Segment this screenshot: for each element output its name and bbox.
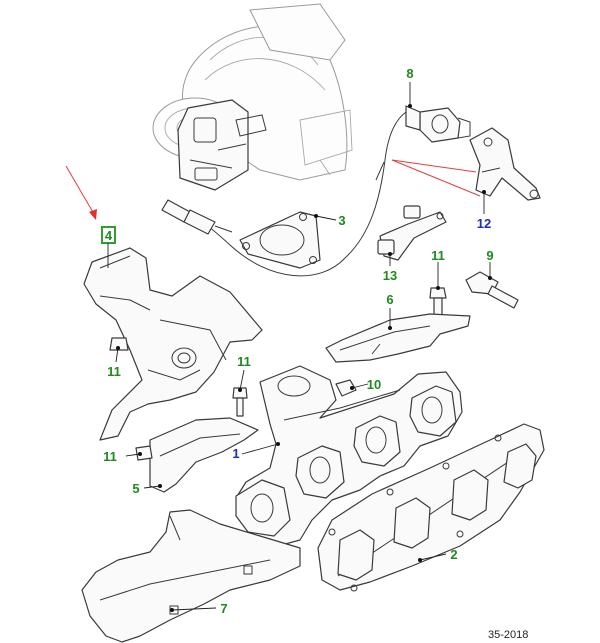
bolt-11-middle [232,387,248,417]
reference-lines [391,159,481,197]
exhaust-temperature-probe [161,199,233,235]
callout-12: 12 [477,216,491,231]
red-arrow-icon [65,165,97,220]
nut-10 [335,379,357,397]
callout-11c: 11 [237,354,251,369]
heat-shield-4 [83,247,263,441]
heat-shield-6 [325,313,471,363]
callout-9: 9 [486,248,493,263]
bolt-11-left [109,337,129,351]
turbo-gasket-3 [239,211,321,269]
callout-8: 8 [406,66,413,81]
highlighted-part-label: 4 [105,228,113,243]
sensor-wire [169,111,407,277]
heat-shield-7 [81,509,301,643]
stud-9 [465,271,519,309]
sensor-bracket-12 [469,127,541,201]
callout-7: 7 [220,601,227,616]
bolt-11-lower [135,445,153,461]
callout-6: 6 [386,292,393,307]
harness-bracket-13 [377,205,447,261]
callout-5: 5 [132,481,139,496]
callout-11b: 11 [107,364,121,379]
callout-leaders [115,82,492,612]
callout-13: 13 [383,268,397,283]
callout-11d: 11 [103,449,117,464]
temperature-sensor-8 [405,105,471,143]
highlight-box: 4 [101,226,116,268]
callout-3: 3 [338,213,345,228]
exhaust-manifold-1 [235,365,463,547]
callout-11a: 11 [431,248,445,263]
turbo-actuator [177,99,267,191]
callout-2: 2 [450,547,457,562]
manifold-gasket-2 [317,423,545,592]
diagram-reference-code: 35-2018 [488,629,528,641]
heat-shield-5 [149,417,259,493]
callout-1: 1 [232,446,239,461]
callout-labels: 8 3 12 13 11 9 6 11 11 10 1 11 5 2 7 [103,66,493,616]
callout-10: 10 [367,377,381,392]
